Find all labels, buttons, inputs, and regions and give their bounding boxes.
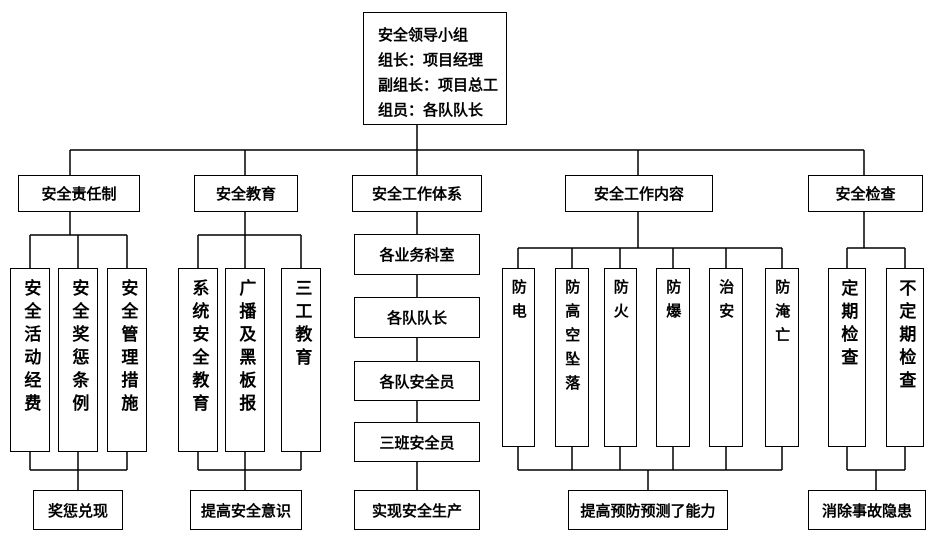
content-item: 防淹亡 [765,268,799,447]
content-item-label: 治安 [717,279,736,327]
outcome-system: 实现安全生产 [354,490,480,530]
outcome-content: 提高预防预测了能力 [568,490,728,530]
education-item-label: 三工教育 [291,279,312,371]
system-item: 各队队长 [354,297,480,338]
responsibility-item-label: 安全管理措施 [117,279,138,417]
responsibility-item-label: 安全奖惩条例 [68,279,89,417]
leadership-leader: 组长：项目经理 [378,51,484,69]
inspection-item: 定期检查 [828,268,866,447]
content-item: 防火 [604,268,637,447]
education-item-label: 广播及黑板报 [235,279,256,417]
inspection-item-label: 不定期检查 [895,279,916,394]
outcome-education: 提高安全意识 [190,490,302,530]
system-item: 三班安全员 [354,422,480,462]
responsibility-item-label: 安全活动经费 [20,279,41,417]
education-item: 三工教育 [281,268,321,452]
content-item-label: 防火 [611,279,630,327]
content-item-label: 防电 [509,279,528,327]
category-responsibility: 安全责任制 [18,175,140,212]
education-item-label: 系统安全教育 [188,279,209,417]
leadership-group-box: 安全领导小组 组长：项目经理 副组长：项目总工 组员：各队队长 [363,12,507,125]
system-item: 各队安全员 [354,361,480,401]
inspection-item: 不定期检查 [886,268,924,447]
content-item: 防爆 [656,268,690,447]
leadership-members: 组员：各队队长 [378,101,484,119]
system-item: 各业务科室 [354,234,480,275]
outcome-inspection: 消除事故隐患 [808,490,926,530]
leadership-title: 安全领导小组 [378,26,469,44]
content-item: 防高空坠落 [555,268,589,447]
content-item-label: 防爆 [664,279,683,327]
education-item: 系统安全教育 [178,268,218,452]
content-item-label: 防淹亡 [773,279,792,351]
responsibility-item: 安全活动经费 [10,268,50,452]
responsibility-item: 安全管理措施 [107,268,147,452]
category-inspection: 安全检查 [808,175,923,212]
inspection-item-label: 定期检查 [837,279,858,371]
outcome-responsibility: 奖惩兑现 [33,490,123,530]
content-item-label: 防高空坠落 [563,279,582,399]
category-content: 安全工作内容 [565,175,713,212]
content-item: 治安 [709,268,743,447]
responsibility-item: 安全奖惩条例 [58,268,98,452]
category-education: 安全教育 [194,175,298,212]
category-system: 安全工作体系 [352,175,482,212]
education-item: 广播及黑板报 [225,268,265,452]
leadership-deputy: 副组长：项目总工 [378,76,499,94]
content-item: 防电 [502,268,535,447]
